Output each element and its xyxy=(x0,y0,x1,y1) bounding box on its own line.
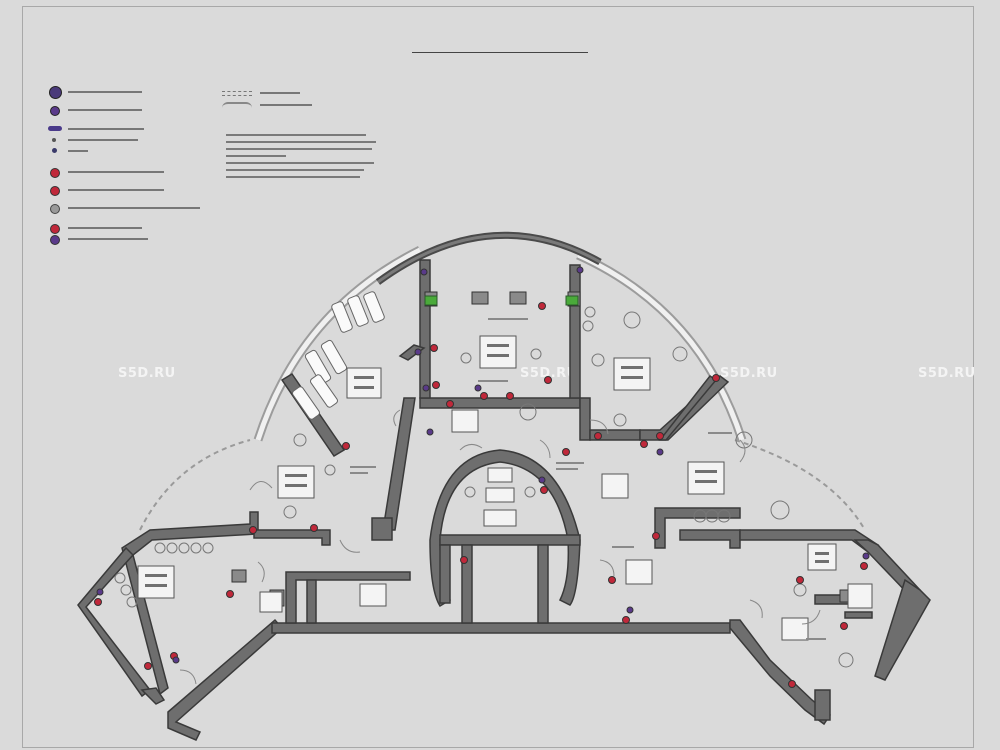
furniture xyxy=(137,335,873,641)
legend-item xyxy=(46,146,216,156)
green-markers xyxy=(424,295,579,306)
dot-icon xyxy=(52,138,56,142)
bar-icon xyxy=(48,126,62,131)
outlet-icon xyxy=(50,186,60,196)
drawing-frame xyxy=(22,6,974,748)
watermark: S5D.RU xyxy=(118,366,176,381)
legend-item xyxy=(46,105,216,116)
legend-item xyxy=(46,203,216,214)
terrace-arc-right xyxy=(734,439,866,531)
chairs xyxy=(114,306,854,668)
top-arc-wall xyxy=(375,231,602,285)
outlet-icon xyxy=(50,224,60,234)
legend-item xyxy=(46,167,216,178)
furniture-inner xyxy=(145,344,829,587)
legend-item xyxy=(46,135,216,145)
terrace-arc-left xyxy=(139,439,251,531)
outlet-icon xyxy=(50,168,60,178)
legend-item xyxy=(46,86,216,99)
watermark: S5D.RU xyxy=(918,366,976,381)
legend-item xyxy=(46,234,216,245)
dot-icon xyxy=(52,148,57,153)
room-labels xyxy=(350,318,826,640)
workstations xyxy=(292,291,385,420)
plan-title xyxy=(412,38,588,53)
legend-item xyxy=(46,124,216,134)
outlet-icon xyxy=(49,86,62,99)
outer-arc-wall xyxy=(253,245,423,442)
watermark: S5D.RU xyxy=(520,366,578,381)
outlet-icon xyxy=(50,235,60,245)
notes-block xyxy=(226,134,376,183)
outlet-icons-purple xyxy=(96,266,870,664)
doors xyxy=(179,409,821,685)
outlet-icon xyxy=(50,204,60,214)
legend-item xyxy=(46,223,216,234)
outlet-icon xyxy=(50,106,60,116)
watermark: S5D.RU xyxy=(720,366,778,381)
legend-item xyxy=(46,185,216,196)
outlet-icons xyxy=(94,302,868,688)
